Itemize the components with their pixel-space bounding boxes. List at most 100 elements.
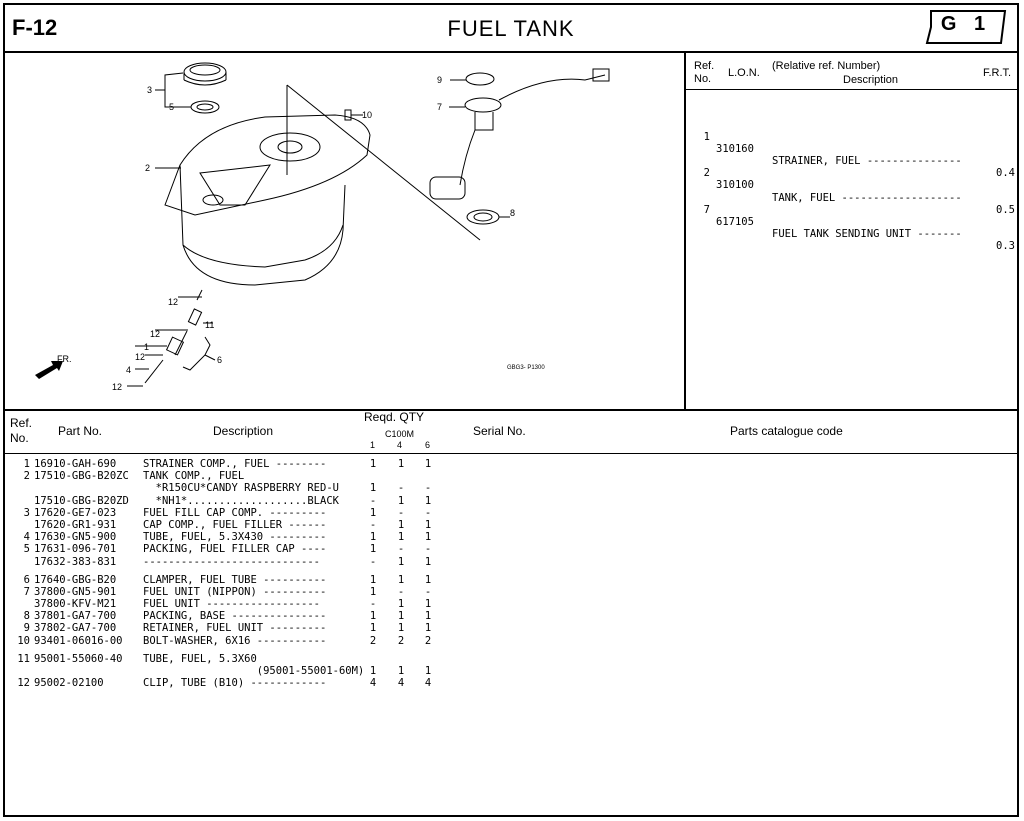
callout-12-a: 12	[168, 297, 178, 307]
row-part-no: 17640-GBG-B20	[34, 573, 117, 586]
ref-no-header-1: Ref.	[694, 60, 715, 72]
clamper-part	[182, 336, 211, 371]
ref-row-desc: TANK, FUEL -------------------	[772, 191, 962, 204]
row-qty-1: -	[369, 598, 377, 611]
lon-header: L.O.N.	[728, 67, 760, 79]
callout-7: 7	[437, 102, 442, 112]
row-part-no: 17620-GR1-931	[34, 518, 117, 531]
group-badge: G 1	[925, 9, 1007, 45]
row-qty-6: 1	[424, 518, 432, 531]
group-badge-outline	[925, 10, 1007, 44]
row-qty-1: 1	[369, 458, 377, 470]
ref-row: 1 310160 STRAINER, FUEL --------------- …	[700, 118, 1015, 180]
row-qty-6: 1	[424, 555, 432, 568]
row-ref: 12	[17, 677, 30, 690]
row-qty-1: 1	[369, 482, 377, 495]
row-description: TUBE, FUEL, 5.3X60	[143, 652, 257, 665]
row-qty-1: 1	[369, 543, 377, 556]
row-description: TANK COMP., FUEL	[143, 470, 245, 483]
row-ref: 1	[23, 458, 30, 470]
row-qty-4: 1	[397, 555, 405, 568]
row-part-no: 37801-GA7-700	[34, 610, 117, 623]
serial-no-header: Serial No.	[473, 424, 526, 438]
row-qty-1: 1	[369, 622, 377, 635]
row-part-no: 17510-GBG-B20ZD	[34, 494, 129, 507]
row-part-no: 17510-GBG-B20ZC	[34, 470, 129, 483]
row-qty-1: -	[369, 555, 377, 568]
catalogue-code-header: Parts catalogue code	[730, 424, 843, 438]
row-description: PACKING, FUEL FILLER CAP ----	[143, 543, 327, 556]
part-no-header: Part No.	[58, 424, 103, 438]
callout-10: 10	[362, 110, 372, 120]
row-ref: 10	[17, 634, 30, 647]
row-description: FUEL FILL CAP COMP. ---------	[143, 506, 327, 519]
page-header: F-12 FUEL TANK G 1	[3, 3, 1019, 53]
row-qty-4: 1	[397, 518, 405, 531]
callout-8: 8	[510, 208, 515, 218]
row-part-no: 37800-GN5-901	[34, 585, 117, 598]
row-qty-1: -	[369, 518, 377, 531]
row-qty-6: 2	[424, 634, 432, 647]
row-qty-4: 2	[397, 634, 405, 647]
row-part-no: 37802-GA7-700	[34, 622, 117, 635]
row-qty-4: 1	[397, 665, 405, 677]
row-ref: 7	[23, 585, 30, 598]
bolt-washer-part	[344, 109, 352, 121]
ref-row-lon: 617105	[716, 216, 754, 228]
row-qty-4: -	[397, 543, 405, 556]
table-header-divider	[3, 453, 1019, 454]
row-ref: 11	[17, 652, 30, 665]
ref-description-header: Description	[843, 74, 899, 86]
row-qty-1: 1	[369, 585, 377, 598]
ref-row-desc: STRAINER, FUEL ---------------	[772, 155, 962, 168]
row-ref: 6	[23, 573, 30, 586]
row-qty-6: 1	[424, 458, 432, 470]
row-part-no: 95001-55060-40	[34, 652, 123, 665]
row-ref: 4	[23, 531, 30, 544]
callout-5: 5	[169, 102, 174, 112]
row-qty-4: 1	[397, 610, 405, 623]
row-description: *NH1*...................BLACK	[143, 494, 339, 507]
row-ref: 5	[23, 543, 30, 556]
row-qty-6: -	[424, 506, 432, 519]
row-qty-4: 1	[397, 494, 405, 507]
parts-ref-header-1: Ref.	[10, 416, 33, 430]
row-qty-4: 1	[397, 458, 405, 470]
row-part-no: 95002-02100	[34, 677, 104, 690]
qty-col-6: 6	[425, 440, 431, 450]
row-description: BOLT-WASHER, 6X16 -----------	[143, 634, 327, 647]
retainer-part	[465, 72, 495, 86]
row-qty-1: 2	[369, 634, 377, 647]
row-qty-6: 1	[424, 610, 432, 623]
row-qty-4: 1	[397, 598, 405, 611]
ref-row: 7 617105 FUEL TANK SENDING UNIT ------- …	[700, 192, 1015, 253]
relative-ref-header: (Relative ref. Number)	[772, 60, 881, 72]
row-qty-6: -	[424, 482, 432, 495]
row-description: *R150CU*CANDY RASPBERRY RED-U	[143, 482, 339, 495]
row-qty-6: 1	[424, 598, 432, 611]
row-qty-4: 1	[397, 573, 405, 586]
row-part-no: 17620-GE7-023	[34, 506, 117, 519]
callout-12-b: 12	[150, 329, 160, 339]
callout-12-c: 12	[135, 352, 145, 362]
ref-panel-header-divider	[686, 89, 1019, 90]
panel-divider-horizontal	[3, 409, 1019, 411]
row-qty-4: -	[397, 506, 405, 519]
callout-9: 9	[437, 75, 442, 85]
ref-row-frt: 0.4	[996, 167, 1015, 180]
row-part-no: 16910-GAH-690	[34, 458, 117, 470]
row-ref: 3	[23, 506, 30, 519]
row-description: CAP COMP., FUEL FILLER ------	[143, 518, 327, 531]
row-qty-1: -	[369, 494, 377, 507]
panel-divider-vertical	[684, 53, 686, 410]
row-qty-6: 4	[424, 677, 432, 690]
row-part-no: 93401-06016-00	[34, 634, 123, 647]
row-qty-6: 1	[424, 622, 432, 635]
filler-packing-part	[190, 100, 220, 114]
row-qty-4: 1	[397, 531, 405, 544]
fuel-cap-part	[183, 62, 227, 82]
frt-header: F.R.T.	[983, 67, 1012, 79]
ref-row-frt: 0.3	[996, 240, 1015, 253]
row-part-no: 37800-KFV-M21	[34, 598, 117, 611]
row-description: RETAINER, FUEL UNIT ---------	[143, 622, 327, 635]
